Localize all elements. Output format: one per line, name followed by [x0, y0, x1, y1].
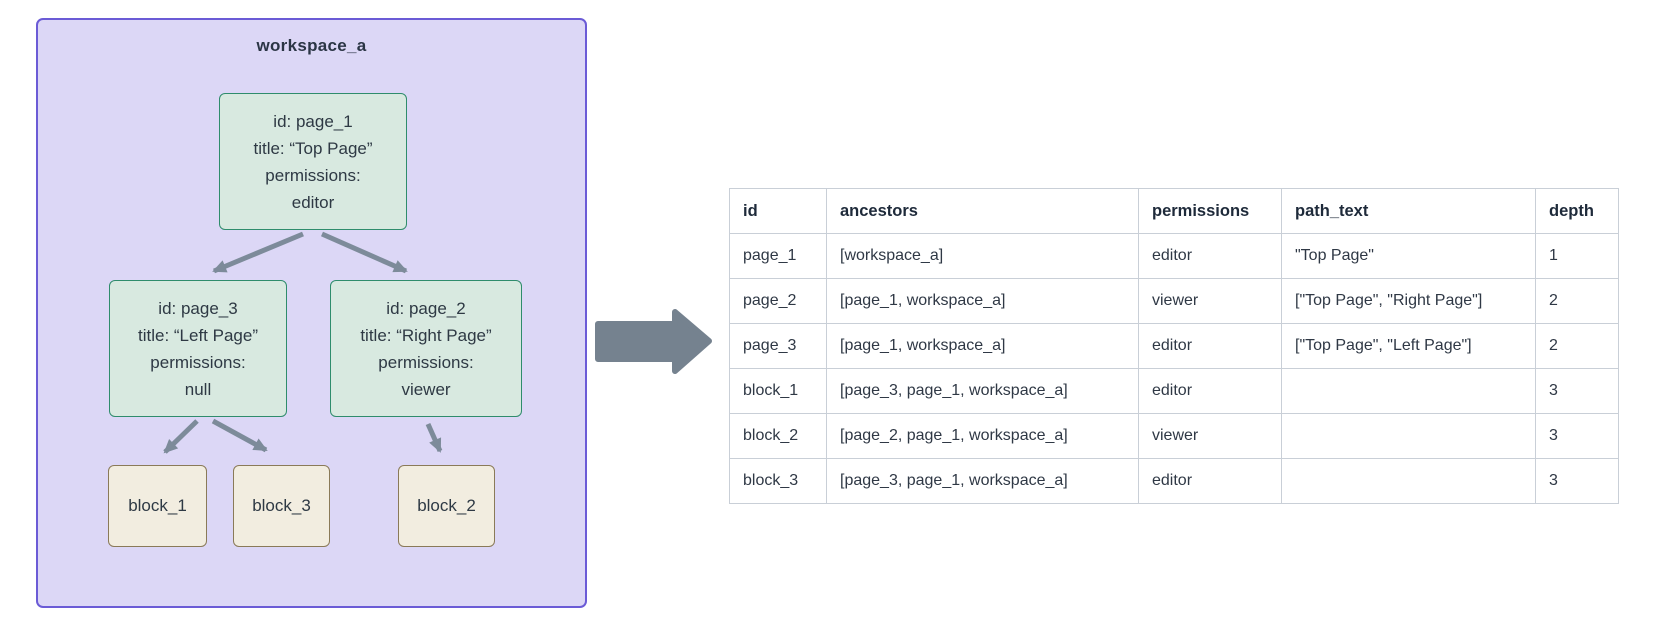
- node-permissions-label: permissions:: [150, 352, 246, 372]
- cell-depth: 2: [1535, 278, 1619, 324]
- cell-ancestors: [page_1, workspace_a]: [826, 278, 1139, 324]
- table-row-block-1: block_1 [page_3, page_1, workspace_a] ed…: [729, 368, 1619, 414]
- cell-depth: 2: [1535, 323, 1619, 369]
- cell-id: page_3: [729, 323, 827, 369]
- cell-path-text: ["Top Page", "Left Page"]: [1281, 323, 1536, 369]
- cell-ancestors: [workspace_a]: [826, 233, 1139, 279]
- table-row-page-1: page_1 [workspace_a] editor "Top Page" 1: [729, 233, 1619, 279]
- page-node-page-1: id: page_1 title: “Top Page” permissions…: [219, 93, 407, 230]
- node-permissions-label: permissions:: [265, 165, 361, 185]
- cell-depth: 1: [1535, 233, 1619, 279]
- header-cell-depth: depth: [1535, 188, 1619, 234]
- cell-path-text: "Top Page": [1281, 233, 1536, 279]
- workspace-title: workspace_a: [256, 36, 367, 55]
- node-id-line: id: page_3: [158, 298, 238, 318]
- cell-ancestors: [page_3, page_1, workspace_a]: [826, 368, 1139, 414]
- node-title-line: title: “Left Page”: [137, 325, 258, 345]
- node-id-line: id: page_1: [273, 111, 353, 131]
- table-row-page-3: page_3 [page_1, workspace_a] editor ["To…: [729, 323, 1619, 369]
- header-cell-id: id: [729, 188, 827, 234]
- table-row-page-2: page_2 [page_1, workspace_a] viewer ["To…: [729, 278, 1619, 324]
- cell-permissions: viewer: [1138, 413, 1282, 459]
- node-title-line: title: “Right Page”: [360, 325, 492, 345]
- node-title-line: title: “Top Page”: [253, 138, 373, 158]
- block-node-block-3: block_3: [233, 465, 330, 547]
- cell-permissions: editor: [1138, 368, 1282, 414]
- cell-id: page_1: [729, 233, 827, 279]
- block-node-block-2: block_2: [398, 465, 495, 547]
- cell-permissions: editor: [1138, 458, 1282, 504]
- cell-depth: 3: [1535, 368, 1619, 414]
- page-node-page-2: id: page_2 title: “Right Page” permissio…: [330, 280, 522, 417]
- header-cell-permissions: permissions: [1138, 188, 1282, 234]
- cell-ancestors: [page_1, workspace_a]: [826, 323, 1139, 369]
- node-permissions-value: editor: [291, 192, 335, 212]
- cell-depth: 3: [1535, 458, 1619, 504]
- mapping-table: id ancestors permissions path_text depth…: [729, 188, 1619, 504]
- flow-arrow-icon: [595, 309, 712, 374]
- cell-path-text: [1281, 458, 1536, 504]
- cell-path-text: ["Top Page", "Right Page"]: [1281, 278, 1536, 324]
- cell-path-text: [1281, 413, 1536, 459]
- cell-permissions: editor: [1138, 323, 1282, 369]
- cell-id: block_2: [729, 413, 827, 459]
- cell-ancestors: [page_3, page_1, workspace_a]: [826, 458, 1139, 504]
- table-header-row: id ancestors permissions path_text depth: [729, 188, 1619, 234]
- table-row-block-3: block_3 [page_3, page_1, workspace_a] ed…: [729, 458, 1619, 504]
- cell-depth: 3: [1535, 413, 1619, 459]
- block-node-block-1: block_1: [108, 465, 207, 547]
- node-permissions-value: null: [184, 379, 212, 399]
- node-permissions-value: viewer: [401, 379, 451, 399]
- table-row-block-2: block_2 [page_2, page_1, workspace_a] vi…: [729, 413, 1619, 459]
- node-id-line: id: page_2: [386, 298, 466, 318]
- cell-permissions: viewer: [1138, 278, 1282, 324]
- header-cell-path-text: path_text: [1281, 188, 1536, 234]
- page-node-page-3: id: page_3 title: “Left Page” permission…: [109, 280, 287, 417]
- cell-permissions: editor: [1138, 233, 1282, 279]
- header-cell-ancestors: ancestors: [826, 188, 1139, 234]
- cell-id: page_2: [729, 278, 827, 324]
- node-permissions-label: permissions:: [378, 352, 474, 372]
- cell-id: block_3: [729, 458, 827, 504]
- cell-ancestors: [page_2, page_1, workspace_a]: [826, 413, 1139, 459]
- cell-id: block_1: [729, 368, 827, 414]
- cell-path-text: [1281, 368, 1536, 414]
